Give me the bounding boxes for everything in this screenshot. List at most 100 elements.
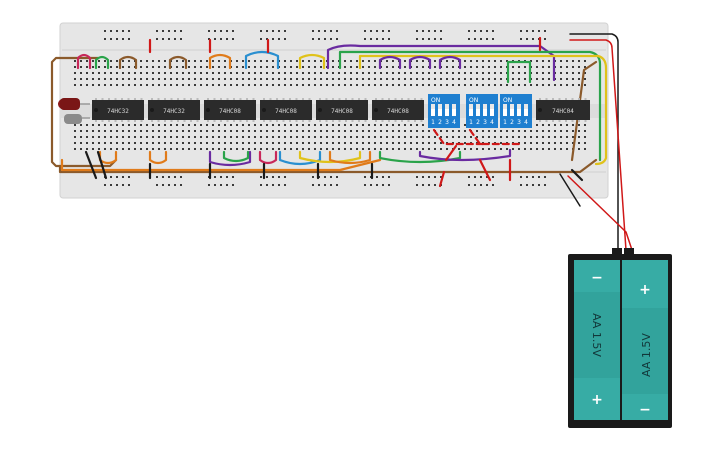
breadboard-hole (422, 30, 424, 32)
breadboard-hole (220, 30, 222, 32)
jumper-wires (50, 33, 633, 251)
breadboard-hole (212, 84, 214, 86)
battery-cell-1-cap-bottom (574, 378, 620, 420)
ic-chip-notch (150, 108, 154, 112)
ic-chip-pin (196, 120, 199, 122)
breadboard-hole (278, 72, 280, 74)
breadboard-hole (376, 30, 378, 32)
ic-chip-pin (289, 120, 291, 122)
breadboard-hole (260, 130, 262, 132)
breadboard-hole (236, 60, 238, 62)
breadboard-hole (344, 136, 346, 138)
breadboard-hole (170, 72, 172, 74)
breadboard-hole (374, 124, 376, 126)
dip-switch-lever[interactable] (452, 104, 456, 116)
ic-chip[interactable]: 74HC08 (204, 98, 256, 122)
ic-chip[interactable]: 74HC04 (536, 98, 590, 122)
breadboard-hole (206, 148, 208, 150)
breadboard-hole (404, 84, 406, 86)
dip-switch-lever[interactable] (503, 104, 507, 116)
dip-switch-lever-top (517, 104, 521, 109)
dip-switch-lever[interactable] (445, 104, 449, 116)
ic-chip-body (148, 100, 200, 120)
ic-chip[interactable]: 74HC08 (316, 98, 368, 122)
ic-chip-pin (302, 120, 304, 122)
ic-chip-pin (319, 120, 321, 122)
ic-chip[interactable]: 74HC32 (148, 98, 200, 122)
breadboard-hole (158, 124, 160, 126)
breadboard-hole (212, 72, 214, 74)
breadboard-hole (152, 124, 154, 126)
breadboard-hole (302, 78, 304, 80)
breadboard-hole (428, 176, 430, 178)
breadboard-hole (554, 124, 556, 126)
breadboard-hole (164, 60, 166, 62)
breadboard-hole (554, 142, 556, 144)
wire-green-bottom (222, 150, 250, 163)
breadboard-hole (236, 142, 238, 144)
dip-switch-lever[interactable] (517, 104, 521, 116)
ic-chip[interactable]: 74HC08 (372, 98, 424, 122)
breadboard-hole (492, 176, 494, 178)
breadboard-hole (350, 130, 352, 132)
dip-switch-lever[interactable] (483, 104, 487, 116)
breadboard-hole (98, 148, 100, 150)
breadboard-hole (220, 38, 222, 40)
dip-switch-lever[interactable] (438, 104, 442, 116)
breadboard-hole (266, 72, 268, 74)
ic-chip[interactable]: 74HC08 (260, 98, 312, 122)
battery-cell-2-bottom-sign: − (639, 402, 651, 418)
dip-switch-lever[interactable] (510, 104, 514, 116)
breadboard-hole (200, 148, 202, 150)
breadboard-hole (176, 78, 178, 80)
breadboard-hole (218, 60, 220, 62)
ic-chip-pin (226, 120, 229, 122)
breadboard-hole (350, 60, 352, 62)
breadboard-hole (242, 84, 244, 86)
breadboard-hole (194, 60, 196, 62)
wire-purple-short-1 (378, 55, 402, 70)
breadboard-hole (370, 38, 372, 40)
breadboard-hole (524, 142, 526, 144)
ic-chip-pin (351, 120, 354, 122)
dip-switch-lever[interactable] (490, 104, 494, 116)
dip-switch-lever[interactable] (469, 104, 473, 116)
breadboard-hole (248, 142, 250, 144)
dip-switch-lever[interactable] (431, 104, 435, 116)
dip-switch-lever[interactable] (476, 104, 480, 116)
led-gray-body[interactable] (64, 114, 82, 124)
breadboard-hole (548, 148, 550, 150)
breadboard-hole (266, 66, 268, 68)
breadboard-hole (530, 148, 532, 150)
breadboard-hole (530, 84, 532, 86)
breadboard-hole (446, 78, 448, 80)
breadboard-hole (572, 72, 574, 74)
breadboard-hole (464, 84, 466, 86)
ic-chip-pin (134, 120, 136, 122)
breadboard-hole (548, 124, 550, 126)
breadboard-hole (242, 60, 244, 62)
breadboard-hole (332, 60, 334, 62)
breadboard-hole (332, 142, 334, 144)
breadboard-hole (200, 78, 202, 80)
breadboard-hole (446, 84, 448, 86)
breadboard-hole (284, 142, 286, 144)
breadboard-hole (518, 136, 520, 138)
ic-chip-pin (213, 98, 216, 100)
breadboard-hole (536, 124, 538, 126)
breadboard-hole (188, 72, 190, 74)
breadboard-hole (356, 124, 358, 126)
breadboard-hole (368, 148, 370, 150)
ic-chip[interactable]: 74HC32 (92, 98, 144, 122)
breadboard-hole (368, 136, 370, 138)
wire-red-dip-d (478, 158, 492, 182)
dip-switch-lever[interactable] (524, 104, 528, 116)
breadboard-hole (440, 84, 442, 86)
breadboard-hole (116, 38, 118, 40)
dip-switch-lever-top (438, 104, 442, 109)
breadboard-hole (458, 136, 460, 138)
breadboard-hole (98, 78, 100, 80)
